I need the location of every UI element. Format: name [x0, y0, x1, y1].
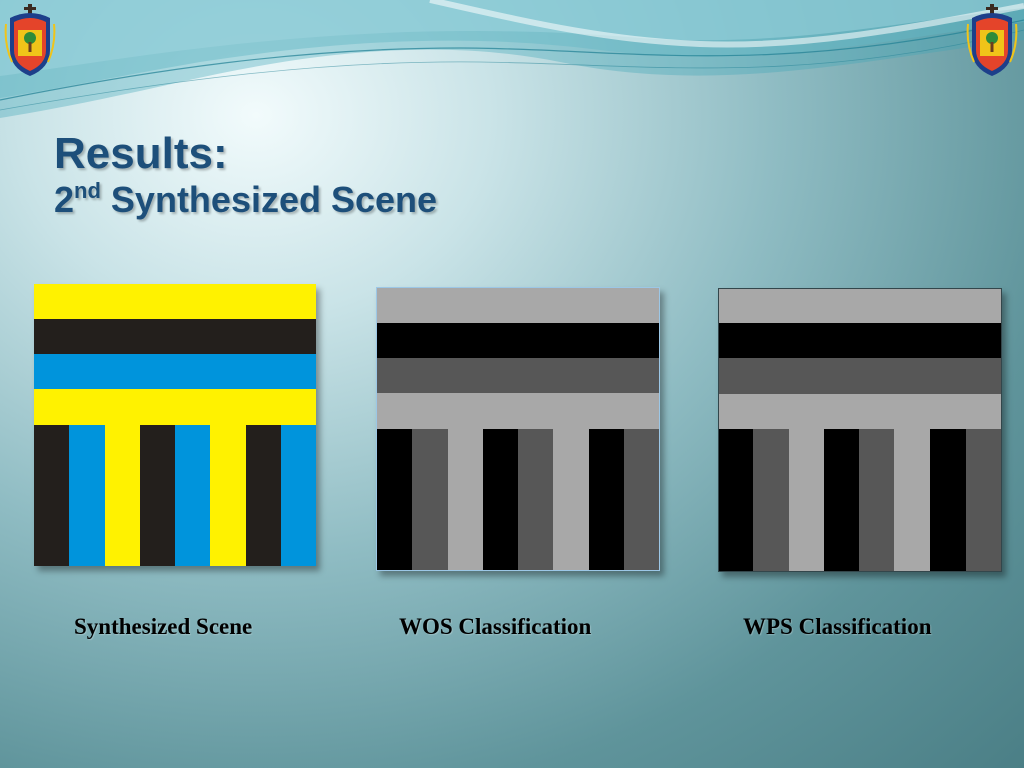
caption-wps-classification: WPS Classification [743, 614, 932, 639]
university-seal-icon [966, 4, 1018, 78]
wos-classification-image [376, 287, 660, 571]
synthesized-scene-image [34, 284, 316, 566]
slide-title-line1: Results: [54, 129, 228, 178]
caption-synthesized-scene: Synthesized Scene [74, 614, 253, 639]
title-rest: Synthesized Scene [100, 179, 438, 220]
header-swoosh-decoration [0, 0, 1024, 118]
wps-classification-image [718, 288, 1002, 572]
title-ordinal-suffix: nd [74, 178, 101, 203]
slide-title: Results: 2nd Synthesized Scene [54, 130, 437, 222]
caption-wos-classification: WOS Classification [399, 614, 592, 639]
slide-title-line2: 2nd Synthesized Scene [54, 178, 437, 222]
university-seal-icon [4, 4, 56, 78]
title-number: 2 [54, 179, 75, 220]
